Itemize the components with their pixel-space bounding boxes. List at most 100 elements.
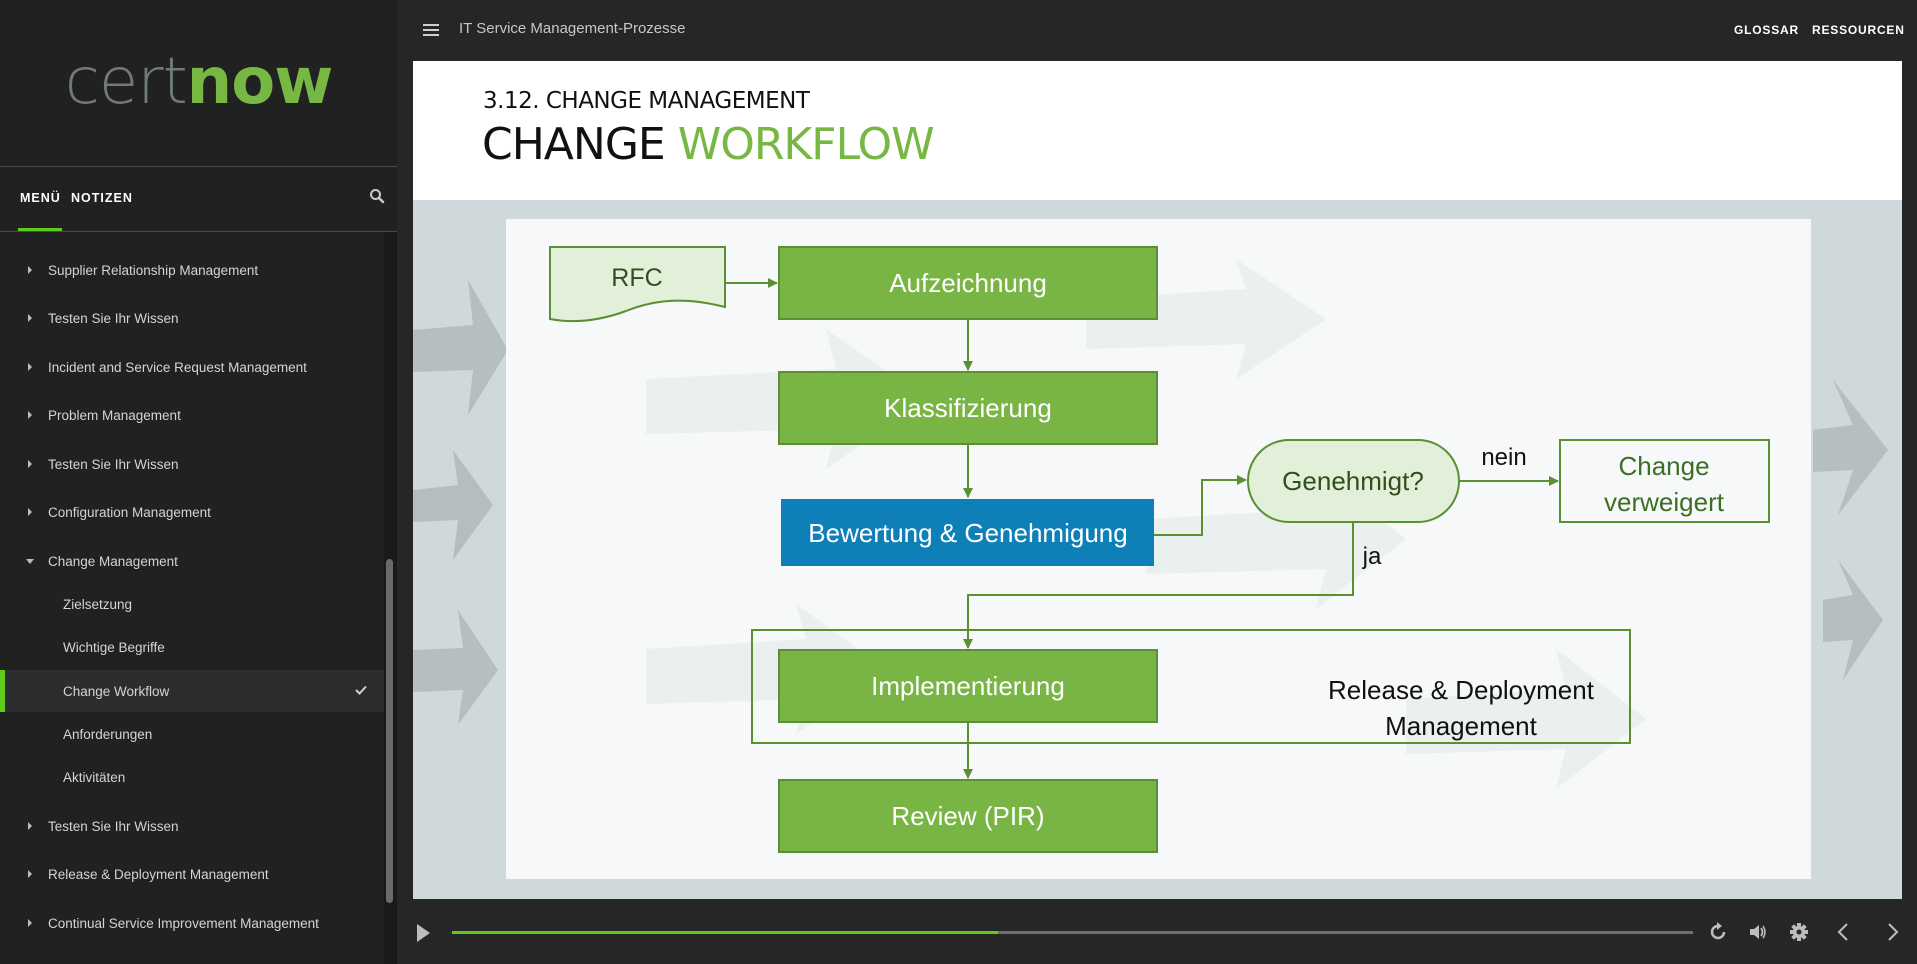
settings-icon[interactable] bbox=[1788, 921, 1810, 943]
label-review: Review (PIR) bbox=[891, 801, 1044, 831]
check-icon bbox=[355, 685, 367, 695]
sidebar-item-label: Zielsetzung bbox=[63, 596, 133, 612]
sidebar-item-label: Continual Service Improvement Management bbox=[48, 915, 319, 931]
sidebar-item[interactable]: Supplier Relationship Management bbox=[0, 249, 384, 291]
sidebar-item-label: Change Management bbox=[48, 553, 178, 569]
sidebar-scrollbar-thumb[interactable] bbox=[386, 559, 393, 903]
box-bewertung bbox=[781, 499, 1154, 566]
slide-title: CHANGE WORKFLOW bbox=[482, 119, 935, 170]
sidebar-item[interactable]: Problem Management bbox=[0, 394, 384, 436]
divider bbox=[0, 166, 397, 167]
slide-body: RFC Aufzeichnung Klassifizierung Bewertu… bbox=[413, 200, 1902, 899]
logo-text-now: now bbox=[186, 45, 334, 119]
sidebar-item-label: Anforderungen bbox=[63, 726, 153, 742]
caret-right-icon bbox=[28, 460, 32, 468]
sidebar-item[interactable]: Testen Sie Ihr Wissen bbox=[0, 805, 384, 847]
progress-fill bbox=[452, 931, 999, 934]
logo-text-cert: cert bbox=[64, 45, 188, 119]
top-bar: IT Service Management-Prozesse GLOSSAR R… bbox=[397, 0, 1917, 61]
tab-menu[interactable]: MENÜ bbox=[20, 191, 61, 205]
progress-bar[interactable] bbox=[452, 931, 1693, 934]
connector bbox=[1154, 475, 1247, 536]
rfc-document-shape bbox=[549, 246, 726, 323]
tab-notes[interactable]: NOTIZEN bbox=[71, 191, 133, 205]
label-rdm-2: Management bbox=[1385, 711, 1538, 741]
sidebar-subitem[interactable]: Anforderungen bbox=[0, 713, 384, 755]
caret-right-icon bbox=[28, 314, 32, 322]
replay-icon[interactable] bbox=[1707, 921, 1729, 943]
sidebar-item-label: Configuration Management bbox=[48, 504, 211, 520]
caret-right-icon bbox=[28, 508, 32, 516]
hamburger-menu-icon[interactable] bbox=[423, 24, 439, 36]
course-title: IT Service Management-Prozesse bbox=[459, 20, 686, 37]
player-controls bbox=[397, 899, 1917, 964]
next-icon[interactable] bbox=[1881, 921, 1903, 943]
play-icon[interactable] bbox=[417, 924, 430, 942]
box-aufzeichnung bbox=[778, 246, 1158, 320]
sidebar-item-label: Change Workflow bbox=[63, 683, 170, 699]
label-ja: ja bbox=[1362, 543, 1382, 570]
slide-title-part1: CHANGE bbox=[482, 119, 666, 170]
section-title: 3.12. CHANGE MANAGEMENT bbox=[483, 88, 810, 114]
sidebar-item-label: Aktivitäten bbox=[63, 769, 126, 785]
box-klassifizierung bbox=[778, 371, 1158, 445]
sidebar-item-label: Testen Sie Ihr Wissen bbox=[48, 310, 179, 326]
caret-right-icon bbox=[28, 363, 32, 371]
active-tab-indicator bbox=[18, 228, 62, 231]
volume-icon[interactable] bbox=[1747, 921, 1769, 943]
label-klassifizierung: Klassifizierung bbox=[884, 393, 1052, 423]
sidebar-item-label: Testen Sie Ihr Wissen bbox=[48, 818, 179, 834]
sidebar-subitem[interactable]: Zielsetzung bbox=[0, 583, 384, 625]
change-workflow-diagram: RFC Aufzeichnung Klassifizierung Bewertu… bbox=[506, 219, 1811, 879]
glossary-link[interactable]: GLOSSAR bbox=[1734, 23, 1799, 37]
label-rdm-1: Release & Deployment bbox=[1328, 675, 1595, 705]
sidebar-item[interactable]: Release & Deployment Management bbox=[0, 853, 384, 895]
caret-right-icon bbox=[28, 266, 32, 274]
caret-down-icon bbox=[26, 558, 34, 564]
divider bbox=[0, 231, 397, 232]
search-icon[interactable] bbox=[369, 188, 385, 204]
sidebar-tabs: MENÜ NOTIZEN bbox=[0, 166, 397, 231]
slide-title-accent: WORKFLOW bbox=[677, 119, 935, 170]
resources-link[interactable]: RESSOURCEN bbox=[1812, 23, 1905, 37]
sidebar-item-label: Incident and Service Request Management bbox=[48, 359, 307, 375]
label-implementierung: Implementierung bbox=[871, 671, 1065, 701]
sidebar-item-label: Wichtige Begriffe bbox=[63, 639, 165, 655]
label-verweigert-1: Change bbox=[1618, 451, 1709, 481]
slide: 3.12. CHANGE MANAGEMENT CHANGE WORKFLOW bbox=[413, 61, 1902, 899]
caret-right-icon bbox=[28, 822, 32, 830]
sidebar-item[interactable]: Testen Sie Ihr Wissen bbox=[0, 297, 384, 339]
label-bewertung: Bewertung & Genehmigung bbox=[808, 518, 1127, 548]
prev-icon[interactable] bbox=[1833, 921, 1855, 943]
box-implementierung bbox=[778, 649, 1158, 723]
caret-right-icon bbox=[28, 411, 32, 419]
rfc-label: RFC bbox=[611, 264, 662, 292]
sidebar-item-label: Testen Sie Ihr Wissen bbox=[48, 456, 179, 472]
label-aufzeichnung: Aufzeichnung bbox=[889, 268, 1047, 298]
label-genehmigt: Genehmigt? bbox=[1282, 466, 1424, 496]
sidebar-subitem-active[interactable]: Change Workflow bbox=[0, 670, 384, 712]
sidebar-item-change-management[interactable]: Change Management bbox=[0, 540, 384, 582]
label-verweigert-2: verweigert bbox=[1604, 487, 1725, 517]
sidebar-item[interactable]: Continual Service Improvement Management bbox=[0, 902, 384, 944]
box-review bbox=[778, 779, 1158, 853]
active-indicator bbox=[0, 670, 5, 712]
slide-header: 3.12. CHANGE MANAGEMENT CHANGE WORKFLOW bbox=[413, 61, 1902, 200]
box-release-deployment bbox=[751, 629, 1631, 744]
sidebar-item-label: Problem Management bbox=[48, 407, 181, 423]
caret-right-icon bbox=[28, 870, 32, 878]
caret-right-icon bbox=[28, 919, 32, 927]
sidebar-item[interactable]: Testen Sie Ihr Wissen bbox=[0, 443, 384, 485]
sidebar-item[interactable]: Configuration Management bbox=[0, 491, 384, 533]
sidebar-item[interactable]: Incident and Service Request Management bbox=[0, 346, 384, 388]
label-nein: nein bbox=[1481, 444, 1526, 471]
background-arrows bbox=[413, 280, 1888, 725]
sidebar-subitem[interactable]: Aktivitäten bbox=[0, 756, 384, 798]
box-change-verweigert bbox=[1559, 439, 1770, 523]
connector bbox=[963, 522, 1354, 649]
sidebar-subitem[interactable]: Wichtige Begriffe bbox=[0, 626, 384, 668]
sidebar-item-label: Release & Deployment Management bbox=[48, 866, 269, 882]
sidebar-item-label: Supplier Relationship Management bbox=[48, 262, 259, 278]
